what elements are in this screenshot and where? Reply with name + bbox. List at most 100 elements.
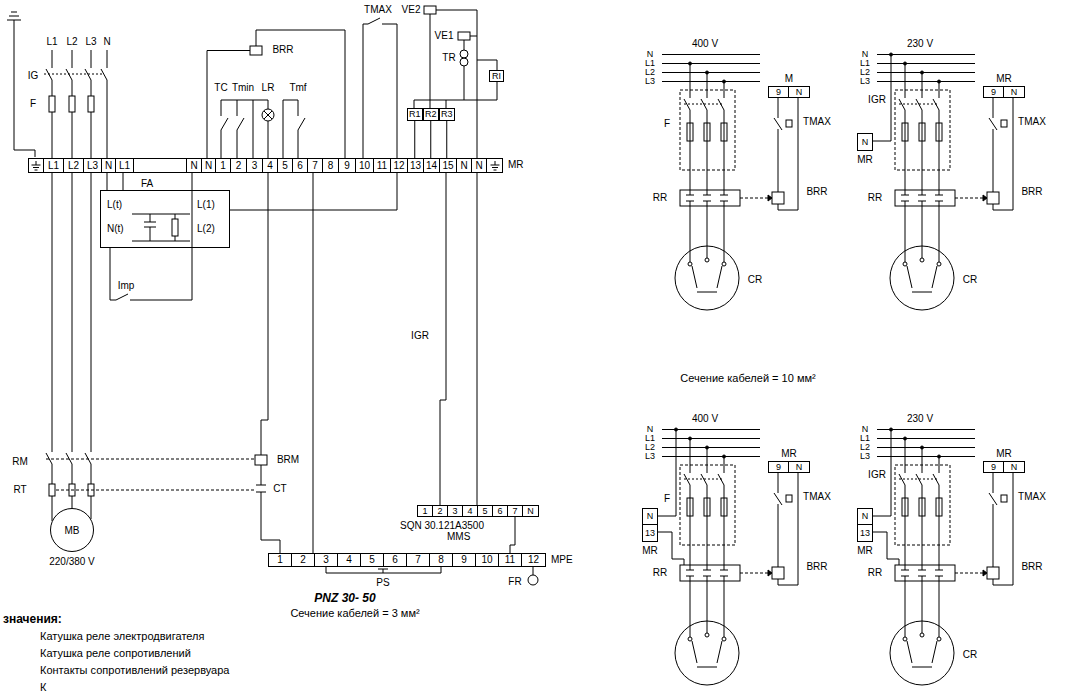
terminal-cell: 14: [424, 159, 440, 172]
resistor-box: R3: [439, 108, 455, 121]
terminal-cell: 9: [984, 87, 1004, 97]
terminal-number: N: [190, 161, 197, 171]
terminal-row: N13: [642, 508, 658, 542]
terminal-number: 9: [991, 463, 996, 472]
terminal-number: 1: [220, 161, 226, 171]
thermal-relay: [49, 484, 55, 496]
bus-label: L3: [645, 452, 655, 461]
part-label: RR: [868, 192, 882, 203]
terminal-cell: 8: [323, 159, 339, 172]
relay-coil: [255, 455, 267, 465]
terminal-cell: 8: [430, 554, 453, 566]
terminal-number: 7: [415, 555, 421, 565]
terminal-strip: 123456789101112MPE: [268, 553, 546, 567]
component-label: R3: [441, 110, 453, 119]
motor-wires: [46, 173, 91, 521]
terminal-number: 4: [467, 507, 472, 516]
part-label: TMAX: [803, 491, 831, 502]
wire-connector: [446, 121, 447, 158]
terminal-heading: MR: [857, 154, 873, 165]
fuse-symbol: [88, 96, 94, 112]
terminal-cell: 15: [440, 159, 457, 172]
part-label: IGR: [411, 330, 429, 341]
terminal-cell: 1: [269, 554, 292, 566]
part-label: CR: [963, 649, 977, 660]
component-label: RI: [492, 72, 501, 81]
terminal-number: 4: [267, 161, 273, 171]
wire-connector: [313, 173, 314, 553]
terminal-cell: N: [858, 509, 872, 525]
valve-coil: [458, 32, 470, 40]
terminal-cell: 4: [338, 554, 361, 566]
bus-label: L2: [645, 443, 655, 452]
part-label: LR: [262, 82, 275, 93]
wire-connector: [123, 173, 124, 190]
terminal-cell: 4: [263, 159, 278, 172]
terminal-number: 3: [252, 161, 258, 171]
terminal-heading: MR: [781, 448, 797, 459]
terminal-cell: 2: [433, 506, 448, 516]
terminal-number: L2: [68, 161, 79, 171]
terminal-cell: 6: [293, 159, 308, 172]
terminal-number: N: [1011, 88, 1018, 97]
terminal-number: 13: [410, 161, 421, 171]
terminal-number: 2: [236, 161, 242, 171]
terminal-cell: 3: [315, 554, 338, 566]
legend-text: Контакты сопротивлений резервуара: [40, 664, 229, 677]
legend-text: Катушка реле сопротивлений: [40, 647, 191, 660]
relay-link: [46, 459, 255, 490]
terminal-number: 9: [991, 88, 996, 97]
part-label: BRR: [1021, 186, 1042, 197]
resistor-box: R1: [407, 108, 423, 121]
terminal-number: 5: [282, 161, 288, 171]
part-label: IGR: [868, 94, 886, 105]
terminal-cell: N: [789, 87, 809, 97]
part-label: BRR: [806, 561, 827, 572]
part-label: TMAX: [364, 4, 392, 15]
terminal-label: L1: [46, 36, 57, 47]
fuse-symbol: [49, 96, 55, 112]
terminal-cell: 7: [308, 159, 323, 172]
terminal-cell: 7: [407, 554, 430, 566]
bus-label: N: [647, 50, 654, 59]
terminal-number: 7: [312, 161, 318, 171]
terminal-number: 10: [359, 161, 370, 171]
terminal-row: 9N: [768, 86, 810, 98]
lamp-symbol: [264, 111, 272, 119]
part-label: RR: [653, 192, 667, 203]
part-label: F: [664, 493, 670, 504]
earth-symbol: [489, 160, 501, 172]
fuse-symbol: [69, 96, 75, 112]
terminal-strip: L1L2L3NL1NN123456789101112131415NNMR: [28, 158, 503, 173]
part-label: TMAX: [1018, 116, 1046, 127]
bus-label: N: [647, 425, 654, 434]
part-label: VE1: [435, 30, 454, 41]
terminal-number: 9: [344, 161, 350, 171]
terminal-number: 2: [437, 507, 442, 516]
part-label: BRR: [272, 44, 293, 55]
earth-symbol: [30, 160, 42, 172]
terminal-number: 15: [442, 161, 453, 171]
terminal-number: 12: [528, 555, 539, 565]
terminal-box: 9NMR: [983, 461, 1025, 473]
terminal-cell: N: [523, 506, 538, 516]
thermostat-wires: [221, 100, 305, 158]
terminal-number: N: [796, 463, 803, 472]
terminal-label: L3: [85, 36, 96, 47]
ground-cell: [29, 159, 44, 172]
terminal-cell: 10: [356, 159, 374, 172]
terminal-number: 9: [776, 463, 781, 472]
filter-box: FAL(t)N(t)L(1)L(2): [100, 190, 230, 248]
lamp-symbol: [262, 109, 274, 121]
terminal-row: N: [857, 133, 873, 151]
terminal-number: 6: [297, 161, 303, 171]
part-label: BRR: [1021, 561, 1042, 572]
terminal-cell: 2: [292, 554, 315, 566]
terminal-box: 9NMR: [768, 461, 810, 473]
valve-wires: [414, 10, 497, 158]
terminal-box: N13MR: [642, 508, 658, 542]
terminal-number: N: [796, 88, 803, 97]
terminal-cell: N: [102, 159, 116, 172]
terminal-number: L1: [48, 161, 59, 171]
